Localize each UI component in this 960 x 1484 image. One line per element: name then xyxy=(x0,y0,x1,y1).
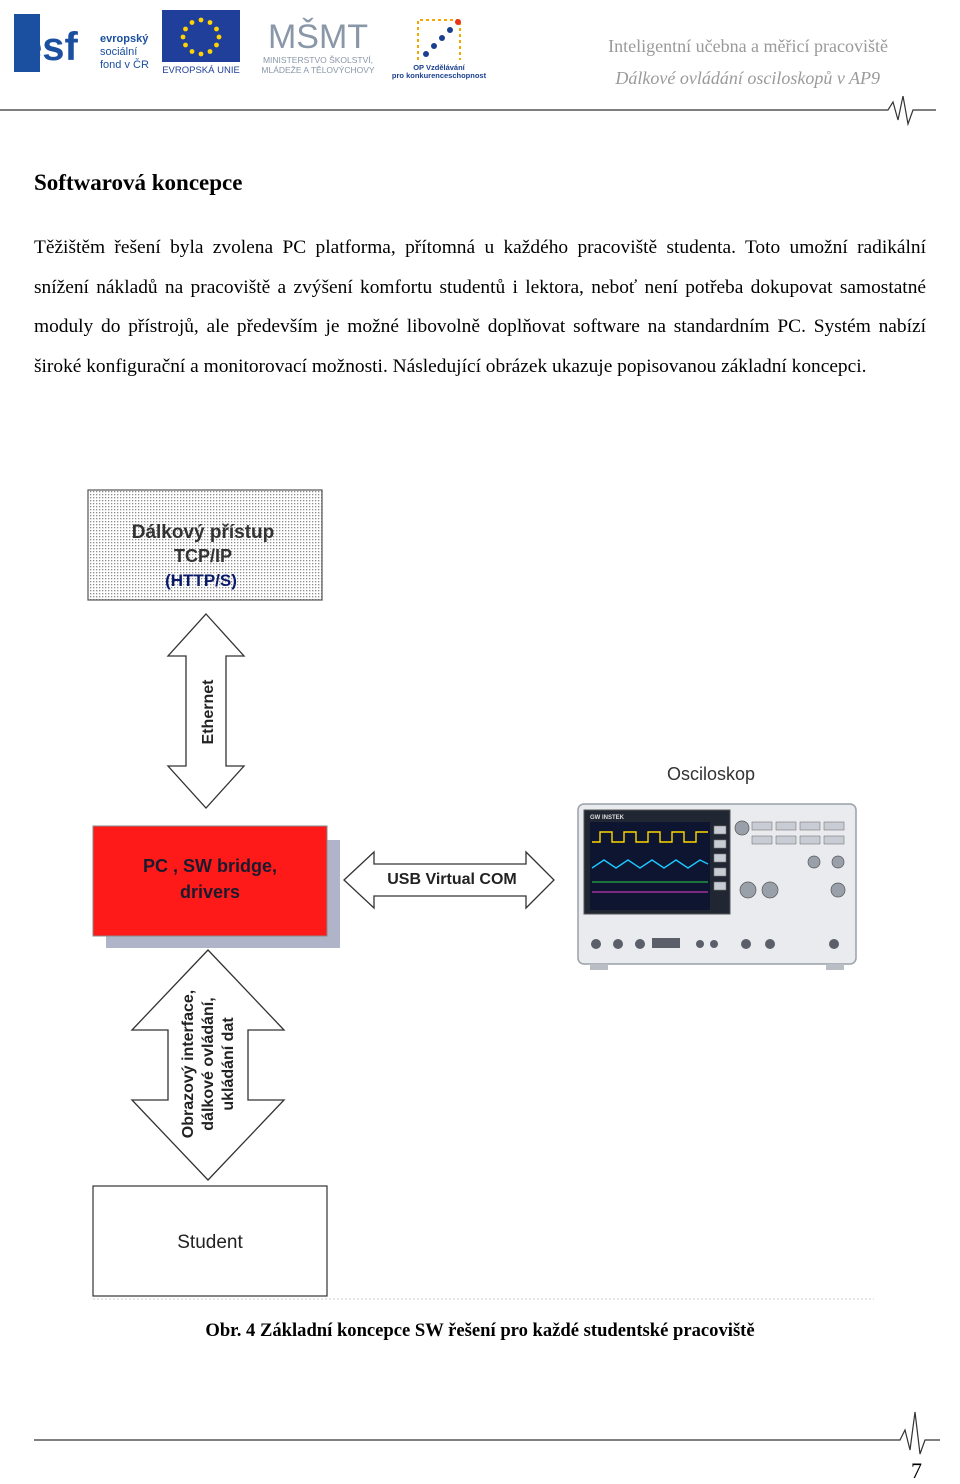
op-vk-logo: OP Vzdělávání pro konkurenceschopnost xyxy=(392,19,487,80)
pc-box-line2: drivers xyxy=(180,882,240,902)
eu-flag-logo: EVROPSKÁ UNIE xyxy=(162,10,240,76)
remote-access-line3: (HTTP/S) xyxy=(165,571,237,590)
svg-text:MINISTERSTVO ŠKOLSTVÍ,: MINISTERSTVO ŠKOLSTVÍ, xyxy=(263,55,373,65)
esf-logo: esf evropský sociální fond v ČR xyxy=(14,14,149,72)
ethernet-label: Ethernet xyxy=(200,679,217,745)
svg-text:pro konkurenceschopnost: pro konkurenceschopnost xyxy=(392,71,487,80)
oscilloscope-brand: GW INSTEK xyxy=(590,815,625,821)
image-interface-line2: dálkové ovládání, xyxy=(200,997,217,1130)
student-box: Student xyxy=(92,1185,328,1297)
pc-box: PC , SW bridge, drivers xyxy=(92,825,340,948)
figure-caption: Obr. 4 Základní koncepce SW řešení pro k… xyxy=(205,1320,755,1341)
image-interface-line3: ukládání dat xyxy=(220,1017,237,1111)
usb-label: USB Virtual COM xyxy=(387,871,517,888)
student-label: Student xyxy=(177,1232,243,1253)
svg-text:sociální: sociální xyxy=(100,46,137,58)
image-interface-line1: Obrazový interface, xyxy=(180,990,197,1139)
msmt-logo: MŠMT MINISTERSTVO ŠKOLSTVÍ, MLÁDEŽE A TĚ… xyxy=(261,18,375,75)
svg-text:OP Vzdělávání: OP Vzdělávání xyxy=(413,63,465,72)
pc-box-line1: PC , SW bridge, xyxy=(143,856,277,876)
svg-text:EVROPSKÁ UNIE: EVROPSKÁ UNIE xyxy=(162,65,240,76)
image-interface-arrow: Obrazový interface, dálkové ovládání, uk… xyxy=(130,949,286,1181)
esf-logo-text: esf xyxy=(20,25,78,69)
page-number: 7 xyxy=(911,1458,922,1483)
remote-access-box: Dálkový přístup TCP/IP (HTTP/S) xyxy=(87,489,323,601)
header-waveform-rule xyxy=(0,96,936,126)
oscilloscope-image: Osciloskop GW INSTEK xyxy=(577,764,857,970)
svg-text:MŠMT: MŠMT xyxy=(268,18,368,56)
usb-arrow: USB Virtual COM xyxy=(343,850,555,910)
remote-access-line2: TCP/IP xyxy=(174,546,232,566)
svg-text:fond v ČR: fond v ČR xyxy=(100,58,149,71)
body-paragraph: Těžištěm řešení byla zvolena PC platform… xyxy=(34,237,926,377)
eu-stars-icon xyxy=(180,17,222,57)
header-title: Inteligentní učebna a měřicí pracoviště xyxy=(608,36,888,56)
svg-text:evropský: evropský xyxy=(100,33,149,45)
svg-text:MLÁDEŽE A TĚLOVÝCHOVY: MLÁDEŽE A TĚLOVÝCHOVY xyxy=(261,65,375,75)
header-subtitle: Dálkové ovládání osciloskopů v AP9 xyxy=(615,68,880,88)
concept-diagram: Dálkový přístup TCP/IP (HTTP/S) Ethernet… xyxy=(87,489,874,1300)
ethernet-arrow: Ethernet xyxy=(166,613,246,809)
section-title: Softwarová koncepce xyxy=(34,170,243,195)
oscilloscope-label: Osciloskop xyxy=(667,764,755,784)
footer-waveform-rule xyxy=(34,1411,940,1455)
remote-access-line1: Dálkový přístup xyxy=(132,522,275,543)
